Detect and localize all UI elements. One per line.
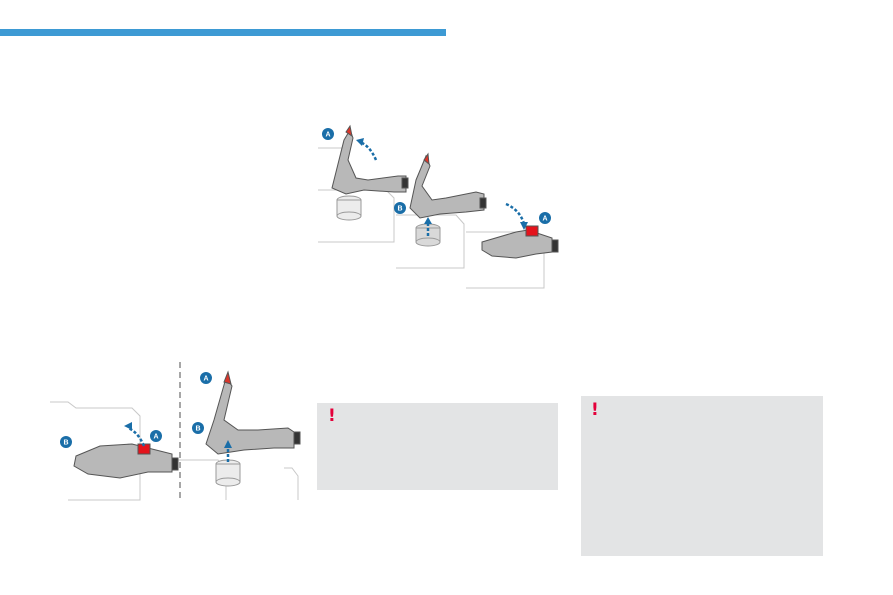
battery-terminal-removal-illustration: A B A (316, 120, 562, 292)
label-b-1: B (63, 440, 68, 447)
section-header-bar (0, 29, 446, 36)
label-a-2: A (542, 216, 547, 223)
exclamation-icon: ! (591, 400, 599, 420)
label-a-1: A (325, 132, 330, 139)
warning-box-1: ! (317, 403, 558, 490)
terminal-clamp-1 (331, 124, 409, 195)
terminal-clamp-3 (481, 225, 559, 259)
terminal-lever-illustration: B A A B (48, 360, 310, 502)
label-a-1: A (153, 434, 158, 441)
terminal-clamp-2 (409, 152, 487, 219)
label-a-2: A (203, 376, 208, 383)
label-b-2: B (195, 426, 200, 433)
exclamation-icon: ! (328, 406, 336, 426)
warning-box-2: ! (581, 396, 823, 556)
label-b-1: B (397, 206, 402, 213)
